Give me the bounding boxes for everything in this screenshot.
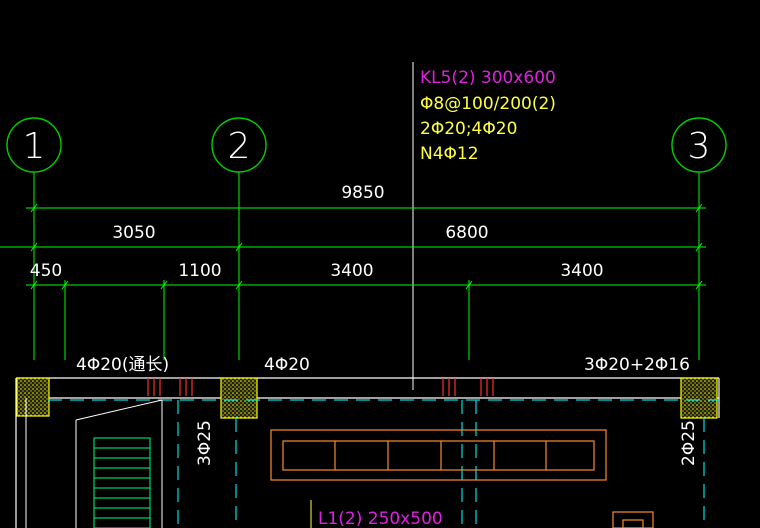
support-bars-middle[interactable]: 4Φ20 [264,355,310,375]
axis-label-3: 3 [688,126,711,167]
axis-bubble-2[interactable]: 2 [211,117,267,173]
dim-seg-3: 3400 [330,261,373,281]
stair-element [25,398,163,528]
column-2[interactable] [220,377,258,419]
beam-main-bars-label[interactable]: 2Φ20;4Φ20 [420,119,517,139]
dim-span-2: 6800 [445,223,488,243]
axis-lines [33,172,700,360]
column-1[interactable] [16,377,50,417]
dim-seg-2: 1100 [178,261,221,281]
axis-bubble-1[interactable]: 1 [6,117,62,173]
rebar-marks-middle [442,378,494,396]
axis-label-2: 2 [228,126,251,167]
axis-bubble-3[interactable]: 3 [671,117,727,173]
column-3[interactable] [680,377,718,419]
beam-outline [15,377,720,528]
dim-span-1: 3050 [112,223,155,243]
dim-seg-4: 3400 [560,261,603,281]
beam-name-label[interactable]: KL5(2) 300x600 [420,68,556,88]
dimension-lines [0,203,706,360]
axis-label-1: 1 [23,126,46,167]
rebar-marks-left [147,378,193,396]
support-bars-left[interactable]: 4Φ20(通长) [76,355,169,375]
support-bars-right[interactable]: 3Φ20+2Φ16 [584,355,690,375]
beam-stirrup-label[interactable]: Φ8@100/200(2) [420,94,556,114]
column-bars-right[interactable]: 2Φ25 [679,420,699,466]
beam-side-bars-label[interactable]: N4Φ12 [420,144,479,164]
dim-seg-1: 450 [30,261,62,281]
secondary-beam-label[interactable]: L1(2) 250x500 [318,509,443,528]
column-bars-left[interactable]: 3Φ25 [195,420,215,466]
dim-overall: 9850 [341,183,384,203]
orange-opening [270,429,654,528]
